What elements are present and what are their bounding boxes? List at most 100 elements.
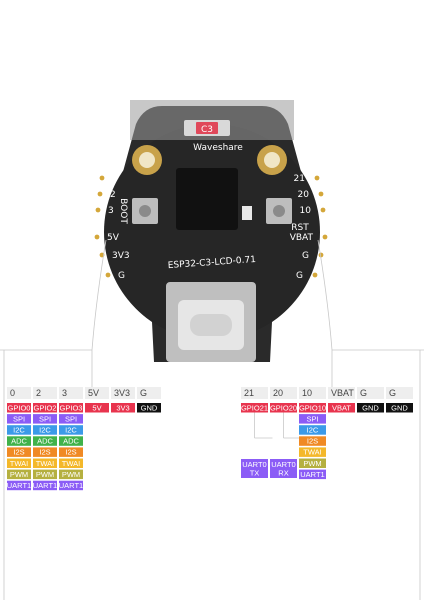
left-tag-i2s-2-4: I2S (65, 448, 76, 457)
right-header-bg-2 (299, 387, 326, 399)
left-tag-bg-2-5 (59, 458, 83, 468)
left-tag-power-4-0: 3V3 (116, 403, 129, 412)
board-pin-left-3: 5V (107, 233, 120, 243)
left-tag-bg-1-2 (33, 425, 57, 435)
left-bracket-line (0, 239, 107, 388)
right-tag-gnd-4-0: GND (362, 403, 379, 412)
board-pin-right-0: 21 (294, 174, 305, 184)
left-tag-uart-1-7: UART1 (33, 481, 57, 490)
right-extra-line2-1: RX (278, 469, 288, 478)
board-pin-right-4: G (302, 251, 309, 261)
right-tag-gnd-5-0: GND (391, 403, 408, 412)
board: C3 Waveshare BOOT RST ESP32-C3-LCD-0.71 … (94, 100, 328, 362)
left-pin-header-3: 5V (88, 388, 99, 398)
left-tag-bg-2-6 (59, 469, 83, 480)
pad-left-5 (105, 272, 111, 278)
left-tag-pwm-0-6: PWM (10, 470, 28, 479)
right-tag-power-3-0: VBAT (332, 403, 351, 412)
right-tag-i2s-2-3: I2S (307, 437, 318, 446)
left-tag-i2s-1-4: I2S (39, 448, 50, 457)
led (242, 206, 252, 220)
board-pin-left-4: 3V3 (112, 251, 130, 261)
right-extra-line1-1: UART0 (271, 460, 295, 469)
right-tag-pwm-2-5: PWM (303, 459, 321, 468)
left-pin-header-0: 0 (10, 388, 15, 398)
left-tag-bg-1-4 (33, 447, 57, 457)
left-tag-gpio-0-0: GPIO0 (8, 403, 31, 412)
pad-right-5 (312, 272, 318, 278)
left-tag-uart-2-7: UART1 (59, 481, 83, 490)
right-tag-bg-5-0 (386, 403, 413, 413)
left-tag-bg-2-4 (59, 447, 83, 457)
left-tag-bg-0-7 (7, 480, 31, 491)
right-pin-table: 21GPIO21UART0TX20GPIO20UART0RX10GPIO10SP… (241, 387, 413, 480)
left-tag-twai-0-5: TWAI (10, 459, 28, 468)
right-pin-header-2: 10 (302, 388, 312, 398)
right-pin-header-4: G (360, 388, 367, 398)
right-tag-bg-4-0 (357, 403, 384, 413)
left-tag-power-3-0: 5V (92, 403, 101, 412)
right-tag-uart-2-6: UART1 (300, 470, 324, 479)
left-tag-adc-1-3: ADC (37, 437, 53, 446)
right-tag-bg-2-3 (299, 436, 326, 446)
rst-label: RST (291, 223, 309, 233)
right-tag-gpio-2-0: GPIO10 (299, 403, 326, 412)
left-tag-i2c-2-2: I2C (65, 426, 77, 435)
side-rails (3, 350, 421, 600)
left-tag-bg-2-7 (59, 480, 83, 491)
left-tag-bg-1-7 (33, 480, 57, 491)
right-tag-gpio-0-0: GPIO21 (241, 403, 268, 412)
left-tag-bg-0-6 (7, 469, 31, 480)
antenna-label: C3 (201, 125, 213, 135)
brand-label: Waveshare (193, 143, 243, 153)
right-pin-header-0: 21 (244, 388, 254, 398)
right-extra-line1-0: UART0 (242, 460, 266, 469)
left-tag-uart-0-7: UART1 (7, 481, 31, 490)
left-pin-header-1: 2 (36, 388, 41, 398)
left-tag-bg-2-1 (59, 414, 83, 424)
left-tag-bg-4-0 (111, 403, 135, 413)
left-pin-header-2: 3 (62, 388, 67, 398)
pad-right-4 (318, 252, 324, 258)
right-header-bg-4 (357, 387, 384, 399)
pin-lines (0, 239, 424, 600)
right-tag-gpio-1-0: GPIO20 (270, 403, 297, 412)
right-tag-twai-2-4: TWAI (303, 448, 321, 457)
right-tag-bg-2-6 (299, 469, 326, 480)
pad-right-3 (322, 234, 328, 240)
boot-button-cap (139, 205, 151, 217)
left-tag-pwm-2-6: PWM (62, 470, 80, 479)
left-tag-pwm-1-6: PWM (36, 470, 54, 479)
left-header-bg-0 (7, 387, 31, 399)
rst-button-cap (273, 205, 285, 217)
antenna-red (196, 122, 218, 134)
left-tag-bg-1-3 (33, 436, 57, 446)
board-pin-left-1: 2 (110, 190, 116, 200)
left-tag-bg-0-2 (7, 425, 31, 435)
right-extra-bg-1 (270, 459, 297, 478)
right-tag-bg-1-0 (270, 403, 297, 413)
left-header-bg-2 (59, 387, 83, 399)
board-circle (104, 124, 320, 340)
left-tag-bg-2-3 (59, 436, 83, 446)
right-header-bg-5 (386, 387, 413, 399)
right-tag-spi-2-1: SPI (306, 414, 318, 423)
left-tag-gpio-1-0: GPIO2 (34, 403, 57, 412)
board-pin-right-3: VBAT (290, 233, 314, 243)
left-tag-bg-2-0 (59, 403, 83, 413)
left-tag-i2s-0-4: I2S (13, 448, 24, 457)
left-tag-bg-1-1 (33, 414, 57, 424)
right-tag-bg-2-1 (299, 414, 326, 424)
right-extra-line2-0: TX (250, 469, 260, 478)
right-header-bg-1 (270, 387, 297, 399)
right-tag-i2c-2-2: I2C (307, 426, 319, 435)
pad-right-2 (320, 207, 326, 213)
